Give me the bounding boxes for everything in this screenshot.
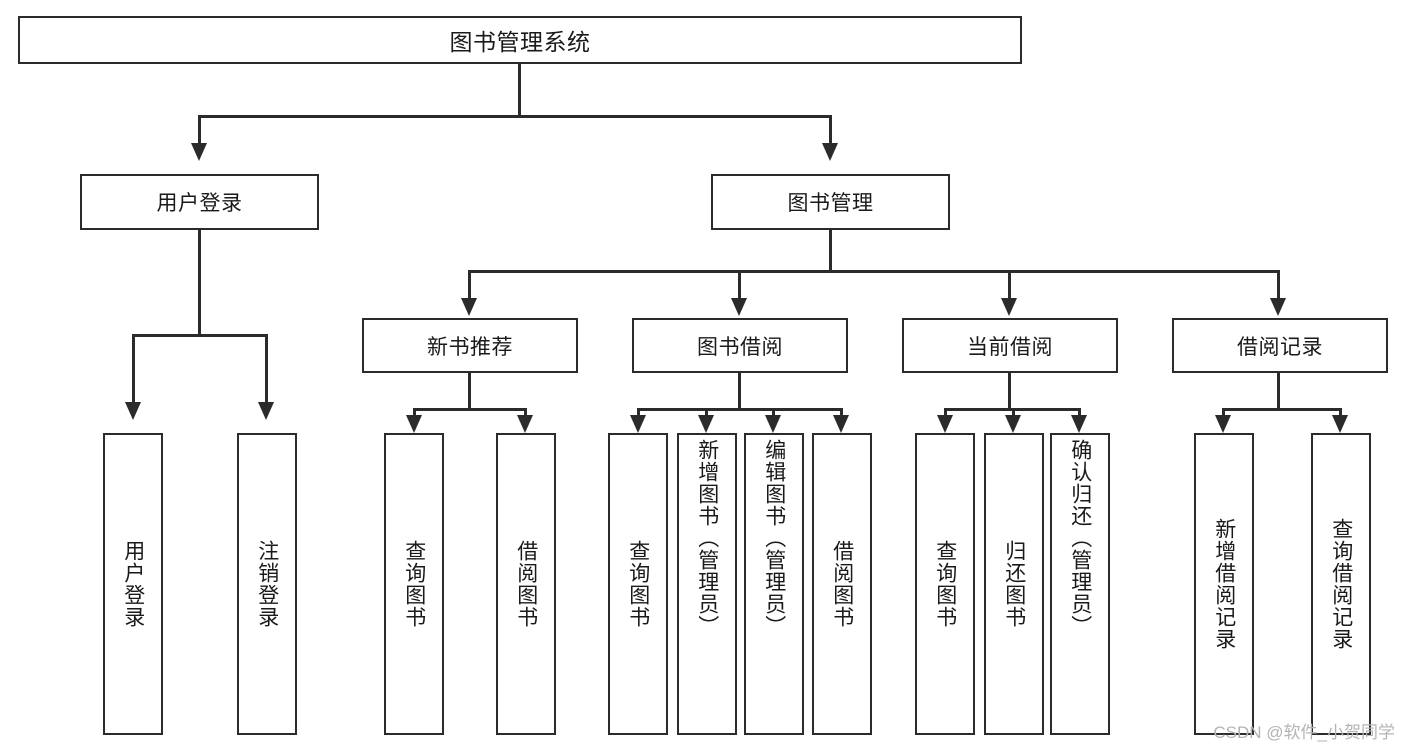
node-borrow-record[interactable]: 借阅记录 — [1172, 318, 1388, 373]
connector-borrow-record-bus — [1222, 408, 1342, 411]
arrowhead-to-new-book — [461, 298, 477, 316]
node-user-login[interactable]: 用户登录 — [80, 174, 319, 230]
connector-root-bus — [198, 115, 832, 118]
arrowhead-borrow-record-leaf2 — [1332, 415, 1348, 433]
connector-current-borrow-down — [1008, 373, 1011, 411]
connector-to-new-book — [468, 270, 471, 300]
node-label: 新增借阅记录 — [1212, 518, 1236, 650]
connector-borrow-record-down — [1277, 373, 1280, 411]
node-label: 借阅图书 — [514, 540, 538, 628]
node-label: 新增图书（管理员） — [695, 439, 719, 637]
connector-user-login-leaf2 — [265, 334, 268, 404]
arrowhead-book-borrow-leaf4 — [833, 415, 849, 433]
arrowhead-to-current-borrow — [1001, 298, 1017, 316]
node-new-book-recommend[interactable]: 新书推荐 — [362, 318, 578, 373]
node-label: 图书管理系统 — [449, 29, 591, 55]
leaf-borrow-record-query[interactable]: 查询借阅记录 — [1311, 433, 1371, 735]
arrowhead-to-user-login — [191, 143, 207, 161]
arrowhead-current-borrow-leaf1 — [937, 415, 953, 433]
node-label: 确认归还（管理员） — [1068, 439, 1092, 637]
leaf-current-borrow-query[interactable]: 查询图书 — [915, 433, 975, 735]
leaf-user-login-logout[interactable]: 注销登录 — [237, 433, 297, 735]
arrowhead-current-borrow-leaf3 — [1071, 415, 1087, 433]
arrowhead-current-borrow-leaf2 — [1005, 415, 1021, 433]
leaf-current-borrow-return[interactable]: 归还图书 — [984, 433, 1044, 735]
arrowhead-to-book-manage — [822, 143, 838, 161]
connector-user-login-bus — [132, 334, 268, 337]
leaf-book-borrow-borrow[interactable]: 借阅图书 — [812, 433, 872, 735]
node-label: 图书借阅 — [697, 335, 783, 359]
leaf-new-book-borrow[interactable]: 借阅图书 — [496, 433, 556, 735]
arrowhead-new-book-leaf2 — [517, 415, 533, 433]
arrowhead-book-borrow-leaf3 — [765, 415, 781, 433]
arrowhead-to-borrow-record — [1270, 298, 1286, 316]
node-root-system[interactable]: 图书管理系统 — [18, 16, 1022, 64]
leaf-user-login-login[interactable]: 用户登录 — [103, 433, 163, 735]
connector-new-book-down — [468, 373, 471, 411]
node-label: 当前借阅 — [967, 335, 1053, 359]
node-label: 查询图书 — [626, 540, 650, 628]
node-label: 新书推荐 — [427, 335, 513, 359]
connector-new-book-bus — [413, 408, 527, 411]
node-label: 用户登录 — [156, 192, 243, 215]
arrowhead-user-login-leaf2 — [258, 402, 274, 420]
leaf-book-borrow-edit[interactable]: 编辑图书（管理员） — [744, 433, 804, 735]
node-label: 编辑图书（管理员） — [762, 439, 786, 637]
arrowhead-to-book-borrow — [731, 298, 747, 316]
node-label: 归还图书 — [1002, 540, 1026, 628]
connector-user-login-leaf1 — [132, 334, 135, 404]
leaf-book-borrow-add[interactable]: 新增图书（管理员） — [677, 433, 737, 735]
node-label: 借阅记录 — [1237, 335, 1323, 359]
connector-to-borrow-record — [1277, 270, 1280, 300]
connector-book-manage-down — [829, 230, 832, 272]
node-book-manage[interactable]: 图书管理 — [711, 174, 950, 230]
leaf-book-borrow-query[interactable]: 查询图书 — [608, 433, 668, 735]
connector-root-down — [518, 64, 521, 117]
leaf-current-borrow-confirm[interactable]: 确认归还（管理员） — [1050, 433, 1110, 735]
node-current-borrow[interactable]: 当前借阅 — [902, 318, 1118, 373]
node-label: 注销登录 — [255, 540, 279, 628]
arrowhead-user-login-leaf1 — [125, 402, 141, 420]
arrowhead-book-borrow-leaf1 — [630, 415, 646, 433]
arrowhead-new-book-leaf1 — [406, 415, 422, 433]
connector-user-login-down — [198, 230, 201, 336]
node-label: 图书管理 — [787, 192, 874, 215]
leaf-new-book-query[interactable]: 查询图书 — [384, 433, 444, 735]
arrowhead-borrow-record-leaf1 — [1215, 415, 1231, 433]
connector-to-current-borrow — [1008, 270, 1011, 300]
connector-book-borrow-down — [738, 373, 741, 411]
node-label: 用户登录 — [121, 540, 145, 628]
leaf-borrow-record-add[interactable]: 新增借阅记录 — [1194, 433, 1254, 735]
arrowhead-book-borrow-leaf2 — [698, 415, 714, 433]
connector-to-book-borrow — [738, 270, 741, 300]
connector-book-borrow-bus — [637, 408, 843, 411]
node-label: 借阅图书 — [830, 540, 854, 628]
node-book-borrow[interactable]: 图书借阅 — [632, 318, 848, 373]
node-label: 查询借阅记录 — [1329, 518, 1353, 650]
connector-root-to-book-manage — [829, 115, 832, 145]
node-label: 查询图书 — [402, 540, 426, 628]
connector-root-to-user-login — [198, 115, 201, 145]
node-label: 查询图书 — [933, 540, 957, 628]
connector-level3-bus — [468, 270, 1280, 273]
